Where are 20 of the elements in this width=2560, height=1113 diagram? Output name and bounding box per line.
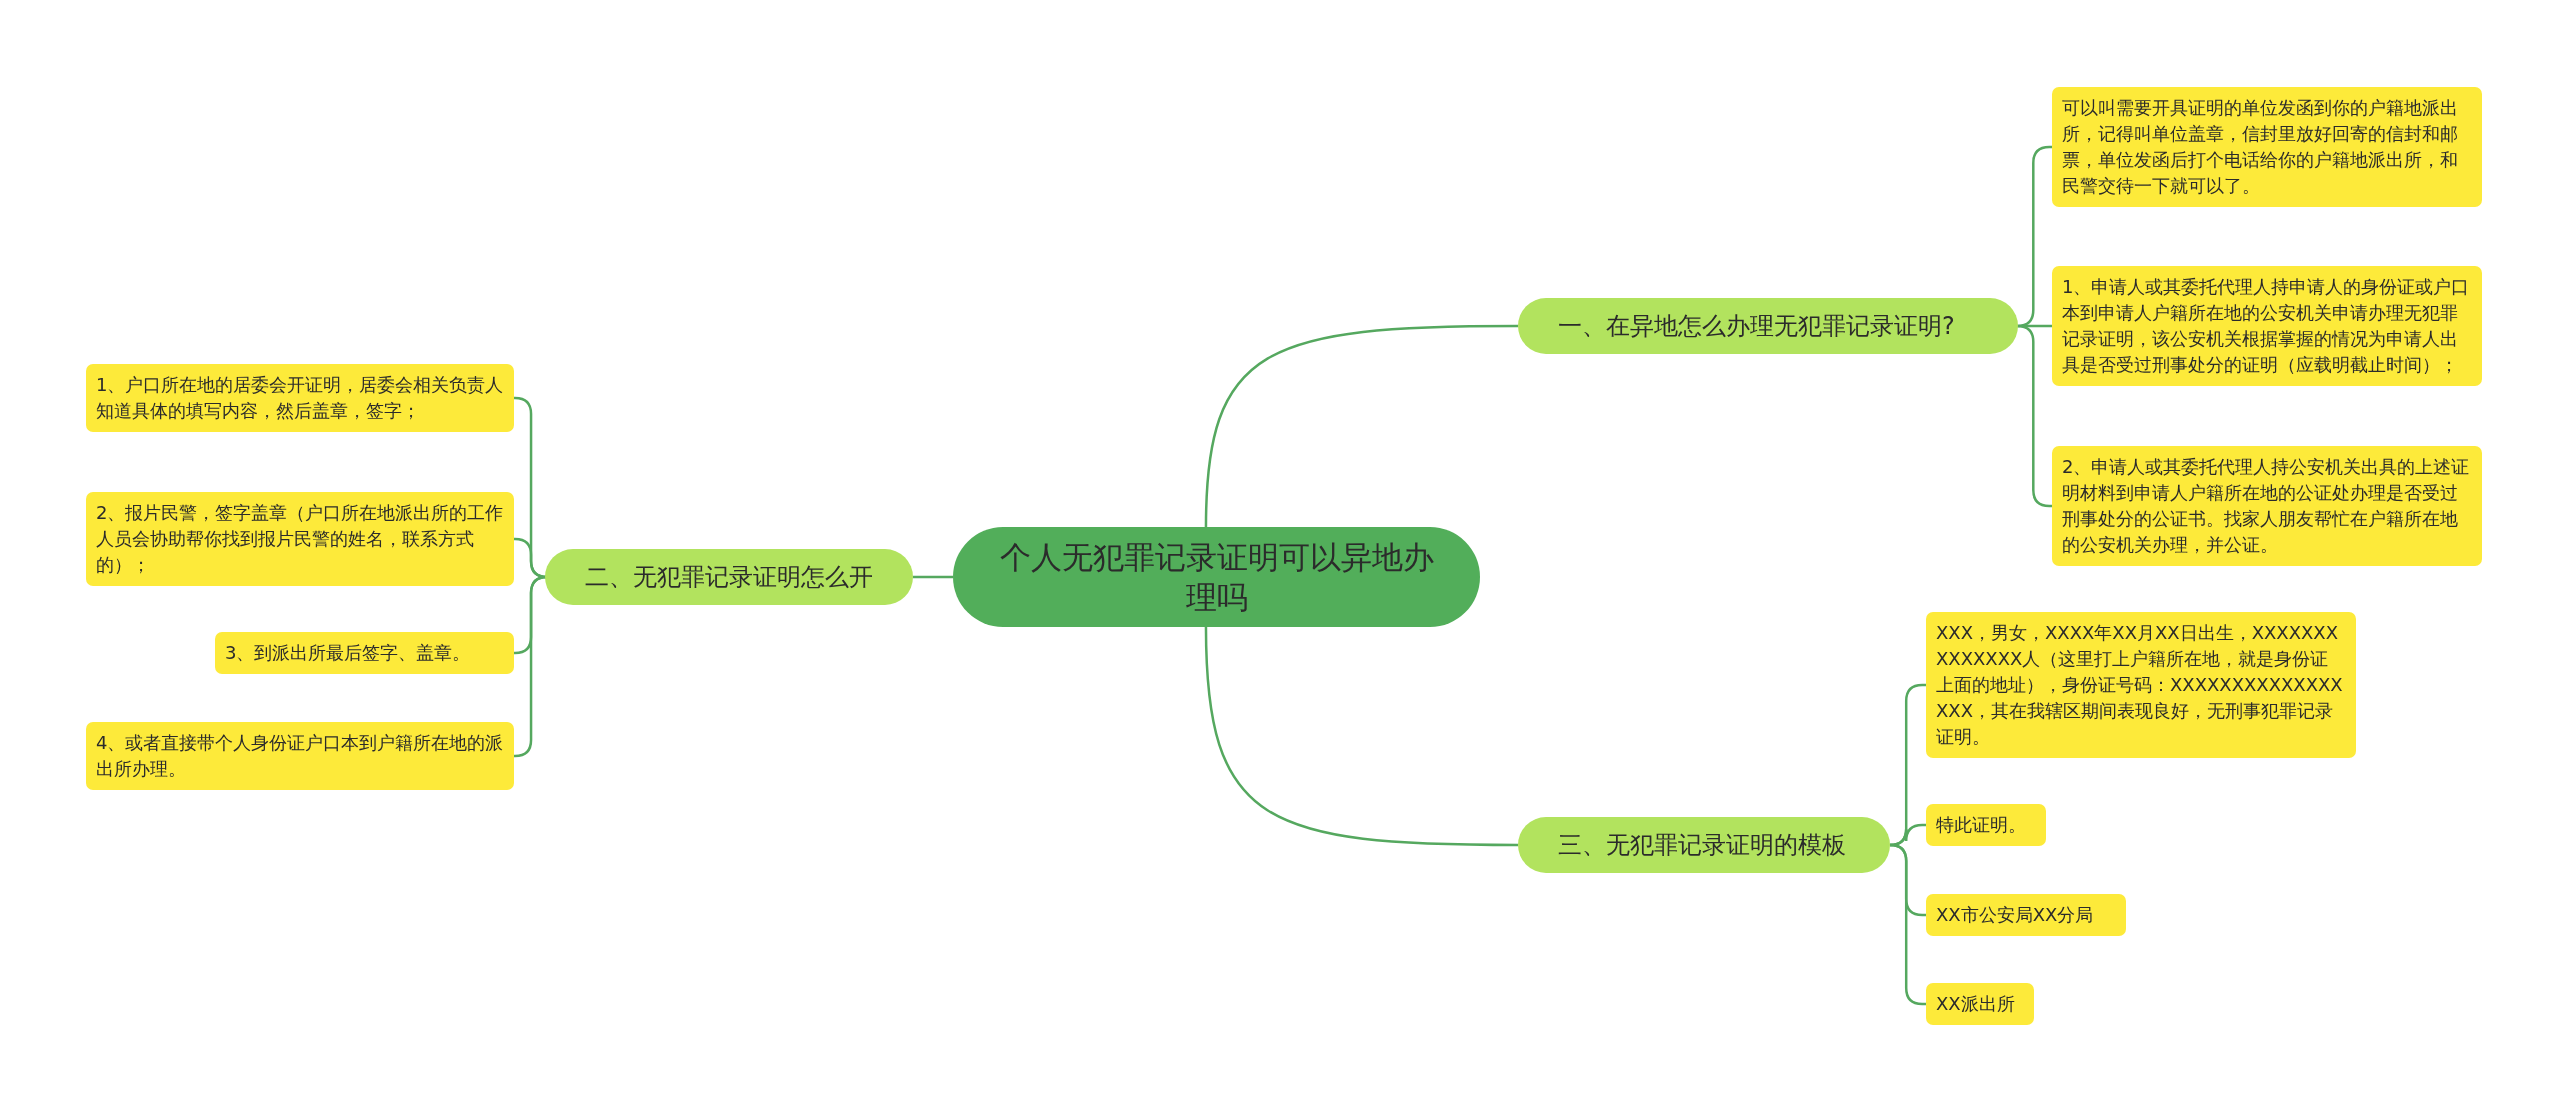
connector-line (1204, 324, 1518, 528)
leaf-note: 1、申请人或其委托代理人持申请人的身份证或户口本到申请人户籍所在地的公安机关申请办理无犯罪记录证明，该公安机关根据掌握的情况为申请人出具是否受过刑事处分的证明（应载明截止时间）； (2052, 266, 2482, 386)
branch-topic: 二、无犯罪记录证明怎么开 (545, 549, 913, 605)
leaf-note: 特此证明。 (1926, 804, 2046, 846)
leaf-note: 3、到派出所最后签字、盖章。 (215, 632, 514, 674)
branch-topic: 一、在异地怎么办理无犯罪记录证明? (1518, 298, 2018, 354)
leaf-note: XXX，男女，XXXX年XX月XX日出生，XXXXXXXXXXXXXX人（这里打上户籍所在地，就是身份证上面的地址），身份证号码：XXXXXXXXXXXXXXXXX，其在我辖区期间表现良好，无刑事犯罪记录证明。 (1926, 612, 2356, 758)
leaf-note: XX派出所 (1926, 983, 2034, 1025)
connector-line (1204, 626, 1518, 847)
leaf-note: 1、户口所在地的居委会开证明，居委会相关负责人知道具体的填写内容，然后盖章，签字； (86, 364, 514, 432)
connector-line (1888, 843, 1926, 1006)
central-topic: 个人无犯罪记录证明可以异地办理吗 (953, 527, 1480, 627)
branch-topic: 三、无犯罪记录证明的模板 (1518, 817, 1890, 873)
leaf-note: 4、或者直接带个人身份证户口本到户籍所在地的派出所办理。 (86, 722, 514, 790)
connector-line (913, 575, 953, 579)
leaf-note: 2、申请人或其委托代理人持公安机关出具的上述证明材料到申请人户籍所在地的公证处办理是否受过刑事处分的公证书。找家人朋友帮忙在户籍所在地的公安机关办理，并公证。 (2052, 446, 2482, 566)
leaf-note: XX市公安局XX分局 (1926, 894, 2126, 936)
connector-line (2016, 324, 2052, 508)
leaf-note: 可以叫需要开具证明的单位发函到你的户籍地派出所，记得叫单位盖章，信封里放好回寄的信封和邮票，单位发函后打个电话给你的户籍地派出所，和民警交待一下就可以了。 (2052, 87, 2482, 207)
leaf-note: 2、报片民警，签字盖章（户口所在地派出所的工作人员会协助帮你找到报片民警的姓名，联系方式的）； (86, 492, 514, 586)
